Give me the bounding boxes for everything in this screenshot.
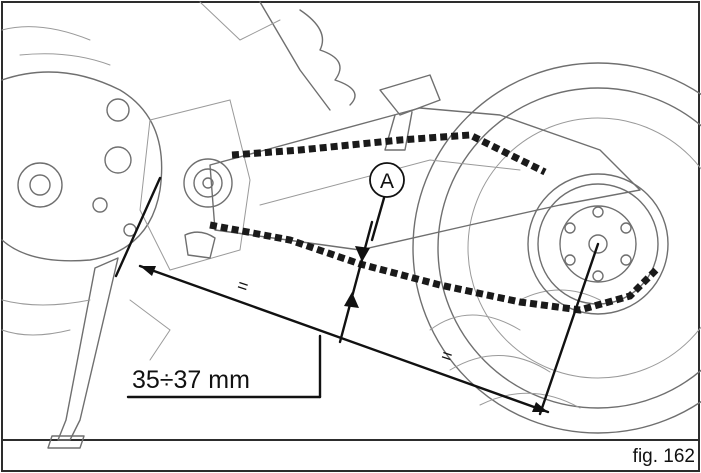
pivot-leader-line — [114, 176, 162, 278]
rear-sprocket — [527, 173, 669, 315]
slack-arrow-up — [344, 292, 359, 308]
dimension-arrow-right — [532, 402, 548, 412]
equal-mark-left: = — [235, 275, 251, 297]
swingarm-pivot — [183, 158, 233, 208]
dimension-arrow-left — [140, 266, 156, 276]
rear-shock — [199, 1, 356, 111]
axle-leader-line — [538, 242, 600, 416]
callout-circle — [369, 162, 405, 198]
upper-chain-run — [231, 131, 547, 176]
figure-number-box — [592, 442, 698, 468]
side-stand — [47, 257, 119, 449]
rear-tyre — [412, 62, 701, 434]
footpeg-bracket — [379, 74, 441, 151]
lower-chain-run — [209, 221, 661, 314]
figure-number: fig. 162 — [633, 446, 695, 467]
slack-measuring-line — [338, 220, 374, 344]
lower-frame-detail — [1, 299, 171, 361]
engine-case — [1, 26, 163, 262]
swingarm-edge — [259, 159, 521, 206]
slack-arrow-down — [355, 246, 370, 262]
callout-leader — [370, 196, 386, 242]
callout-letter: A — [380, 170, 394, 193]
equal-mark-right: = — [439, 345, 455, 367]
slack-measurement-label: 35÷37 mm — [132, 366, 250, 394]
dimension-line — [138, 264, 550, 414]
frame-plate — [139, 99, 251, 271]
chain-guide — [184, 231, 216, 259]
